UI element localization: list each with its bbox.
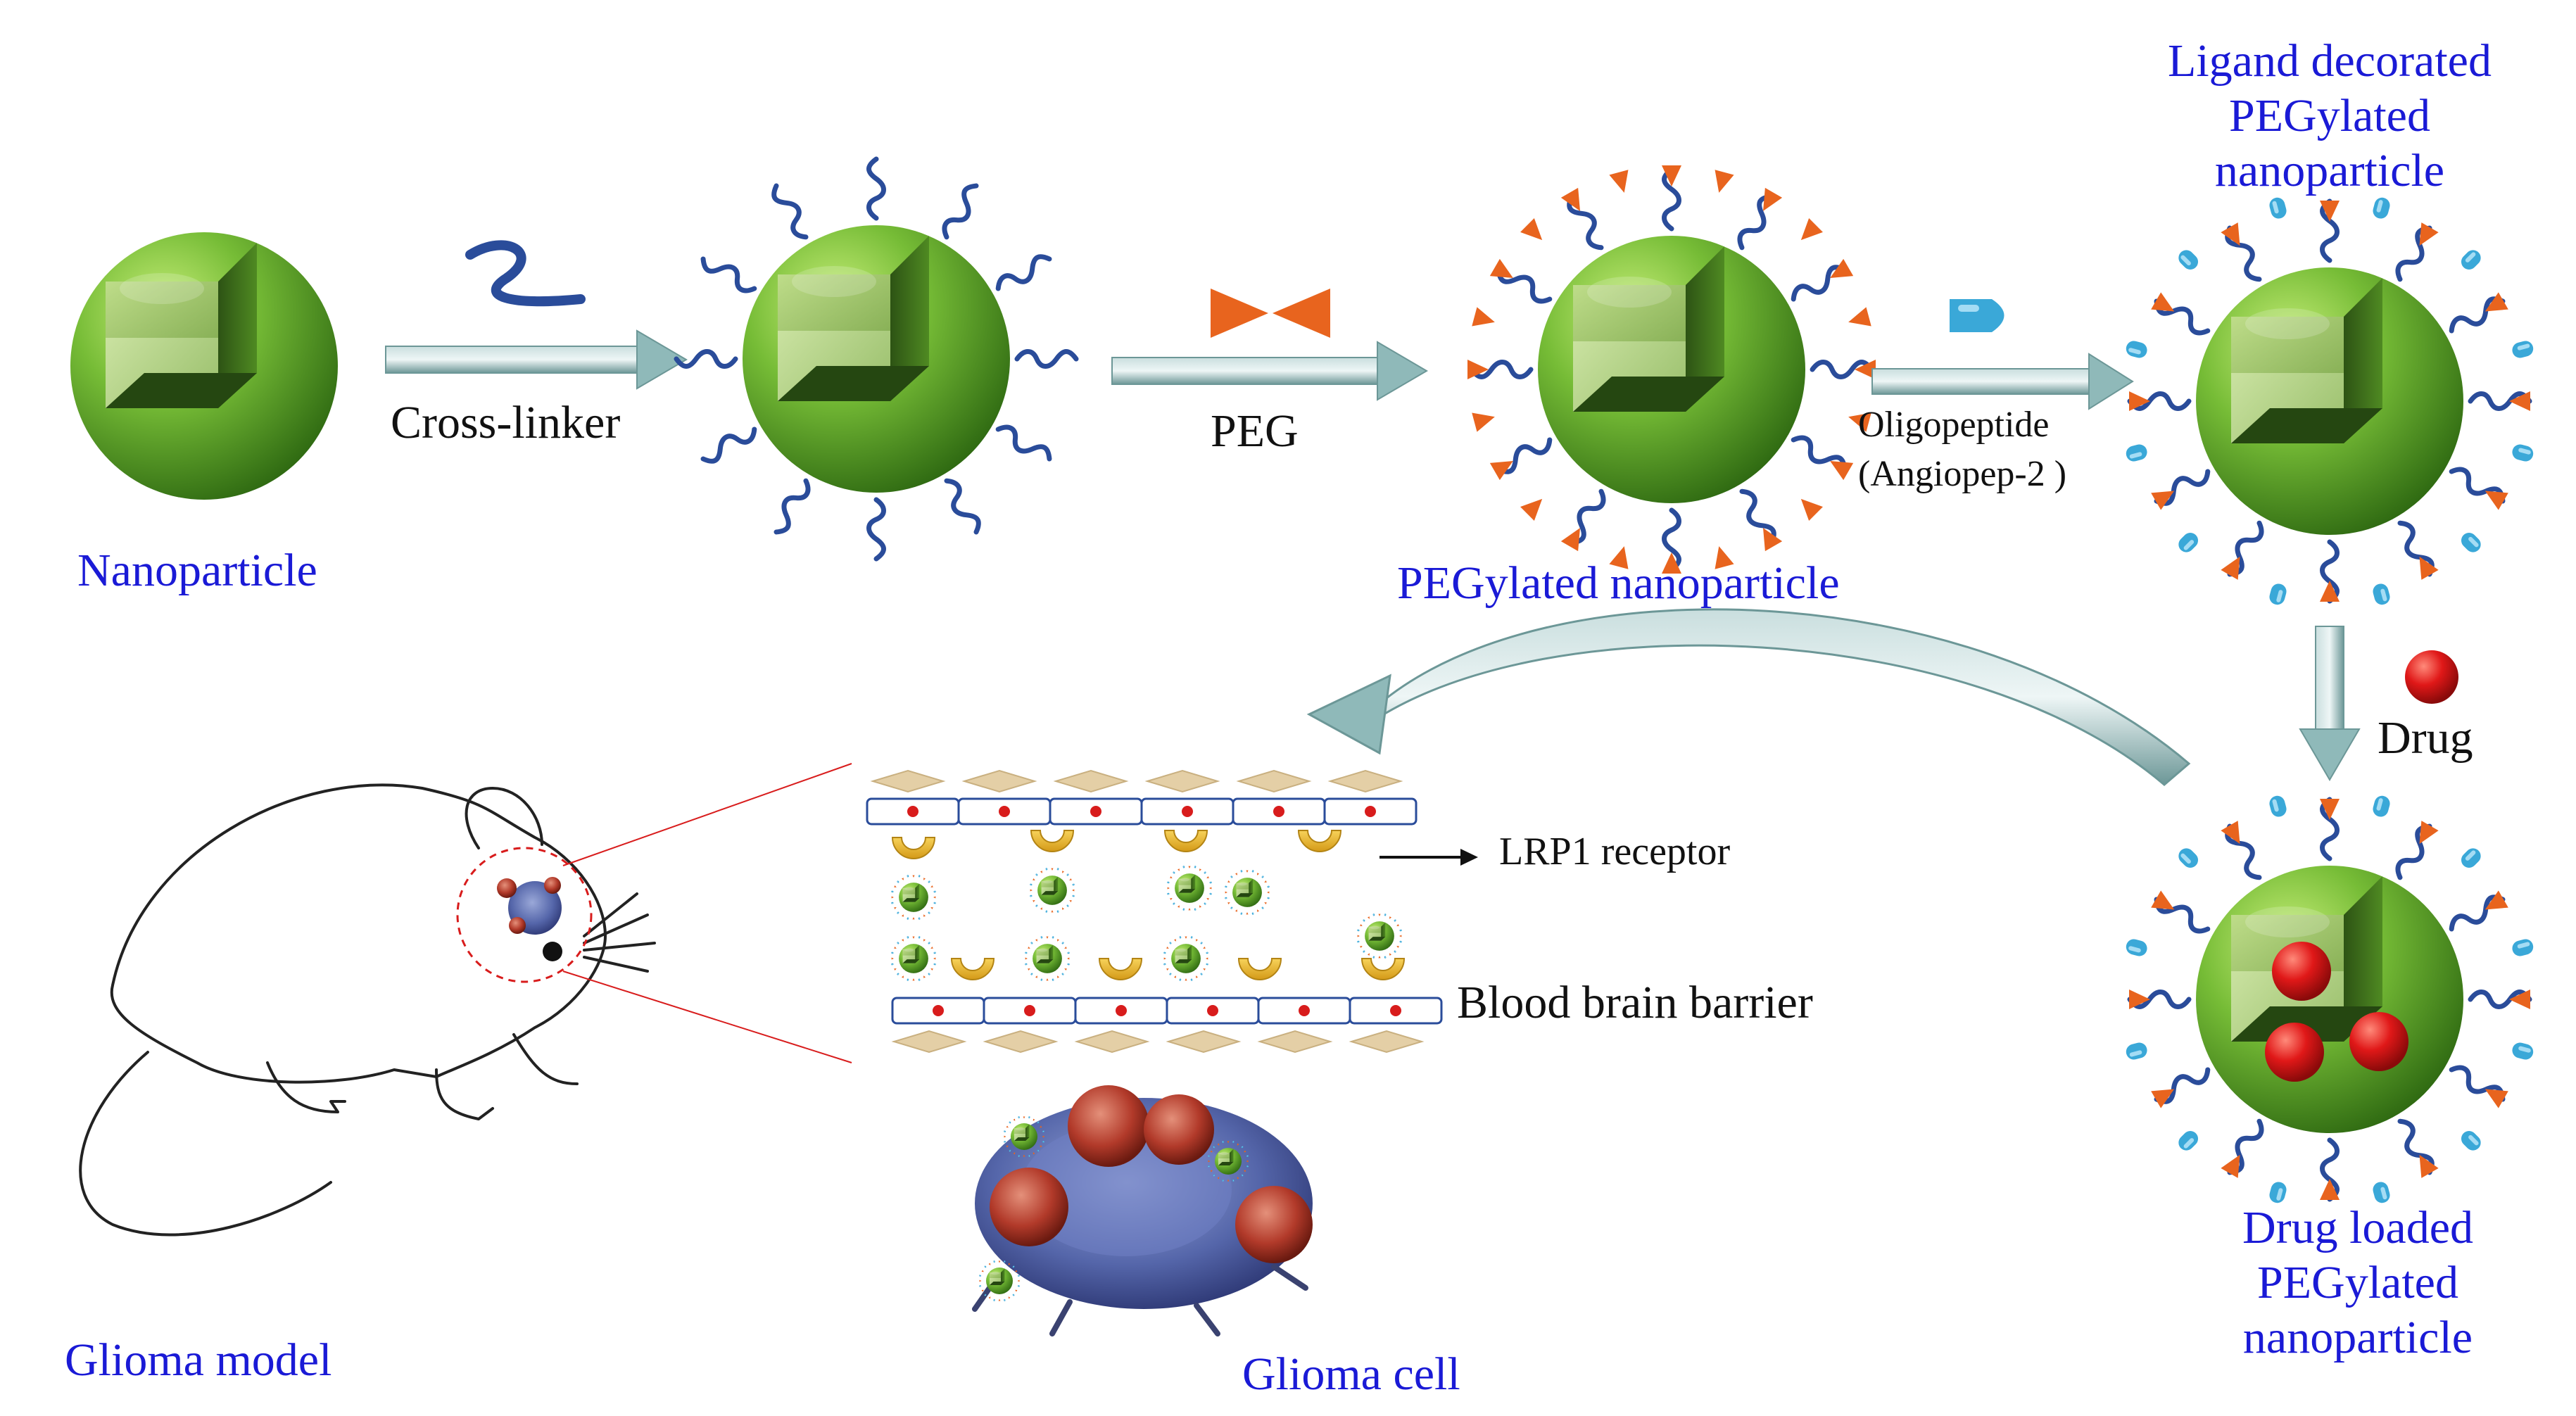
mouse-eye [543,942,562,961]
blood-brain-barrier-illustration [866,769,1443,1054]
arrow-to-glioma [1306,608,2191,786]
label-lrp1-receptor: LRP1 receptor [1499,830,1731,873]
label-angiopep: (Angiopep-2 ) [1858,454,2067,494]
bare-nanoparticle [70,232,338,500]
mouse-head-highlight [456,763,852,1063]
pegylated-nanoparticle [1467,165,1876,574]
crosslinked-nanoparticle [676,159,1076,559]
label-cross-linker: Cross-linker [391,397,621,448]
label-drug: Drug [2378,712,2473,764]
ligand-decorated-nanoparticle [2124,196,2535,607]
arrow-oligopeptide [1871,353,2134,410]
label-oligopeptide: Oligopeptide [1858,405,2050,445]
label-drug-loaded-nanoparticle: Drug loaded PEGylated nanoparticle [2242,1202,2474,1363]
label-glioma-model: Glioma model [65,1334,332,1386]
label-nanoparticle: Nanoparticle [77,545,317,596]
arrow-drug-loading [2299,626,2361,781]
label-peg: PEG [1211,405,1299,457]
lrp1-pointer-arrow [1379,849,1478,866]
mouse-illustration [79,783,656,1237]
arrow-cross-linker [385,329,688,390]
oligopeptide-icon [1950,299,2004,332]
drug-sphere-icon [2405,650,2458,704]
arrow-peg [1111,341,1428,401]
label-pegylated-nanoparticle: PEGylated nanoparticle [1397,557,1840,609]
drug-loaded-nanoparticle [2124,794,2534,1204]
cross-linker-icon [465,240,586,307]
label-blood-brain-barrier: Blood brain barrier [1457,977,1813,1028]
peg-bowtie-icon [1211,289,1330,338]
label-glioma-cell: Glioma cell [1242,1348,1460,1400]
glioma-cell-illustration [972,1085,1313,1336]
label-ligand-decorated-nanoparticle: Ligand decorated PEGylated nanoparticle [2168,35,2492,196]
